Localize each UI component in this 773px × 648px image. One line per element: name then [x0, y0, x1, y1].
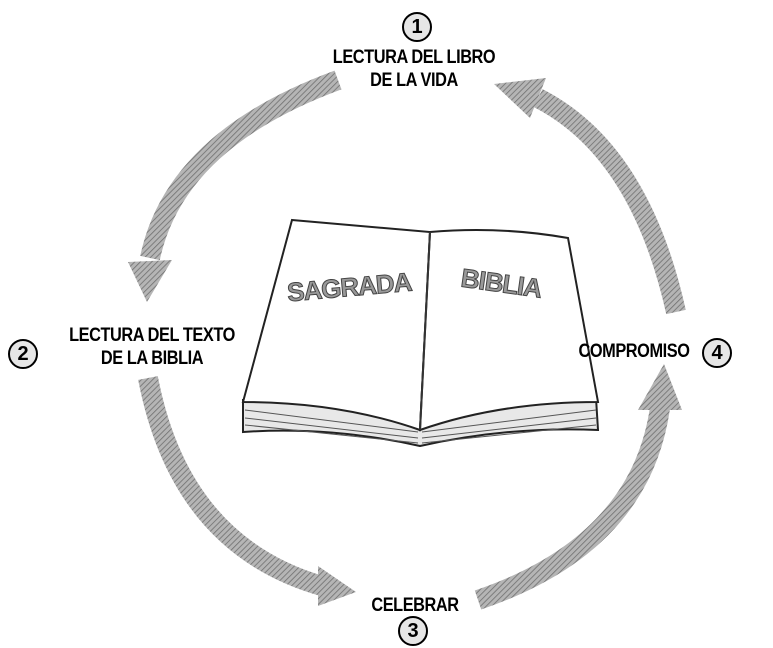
step-3-number-badge: 3 — [398, 616, 428, 646]
step-4-label: COMPROMISO — [576, 340, 693, 363]
step-1-label: LECTURA DEL LIBRO DE LA VIDA — [313, 46, 516, 92]
arrow-1-to-2 — [128, 70, 342, 302]
step-3-label: CELEBRAR — [351, 594, 480, 617]
step-3-label-line-1: CELEBRAR — [371, 595, 459, 616]
step-1-label-line-1: LECTURA DEL LIBRO — [332, 47, 496, 68]
arrow-4-to-1 — [494, 78, 686, 315]
step-2-number-badge: 2 — [8, 339, 38, 369]
step-4-label-line-1: COMPROMISO — [578, 341, 690, 362]
step-4-number-badge: 4 — [702, 338, 732, 368]
arrow-3-to-4 — [474, 364, 682, 610]
arrow-2-to-3 — [138, 376, 356, 606]
open-book-illustration — [241, 218, 600, 448]
step-1-label-line-2: DE LA VIDA — [370, 70, 458, 91]
step-2-label: LECTURA DEL TEXTO DE LA BIBLIA — [52, 324, 252, 370]
step-1-number-badge: 1 — [402, 12, 432, 42]
step-2-label-line-2: DE LA BIBLIA — [100, 348, 204, 369]
step-2-label-line-1: LECTURA DEL TEXTO — [69, 325, 235, 346]
